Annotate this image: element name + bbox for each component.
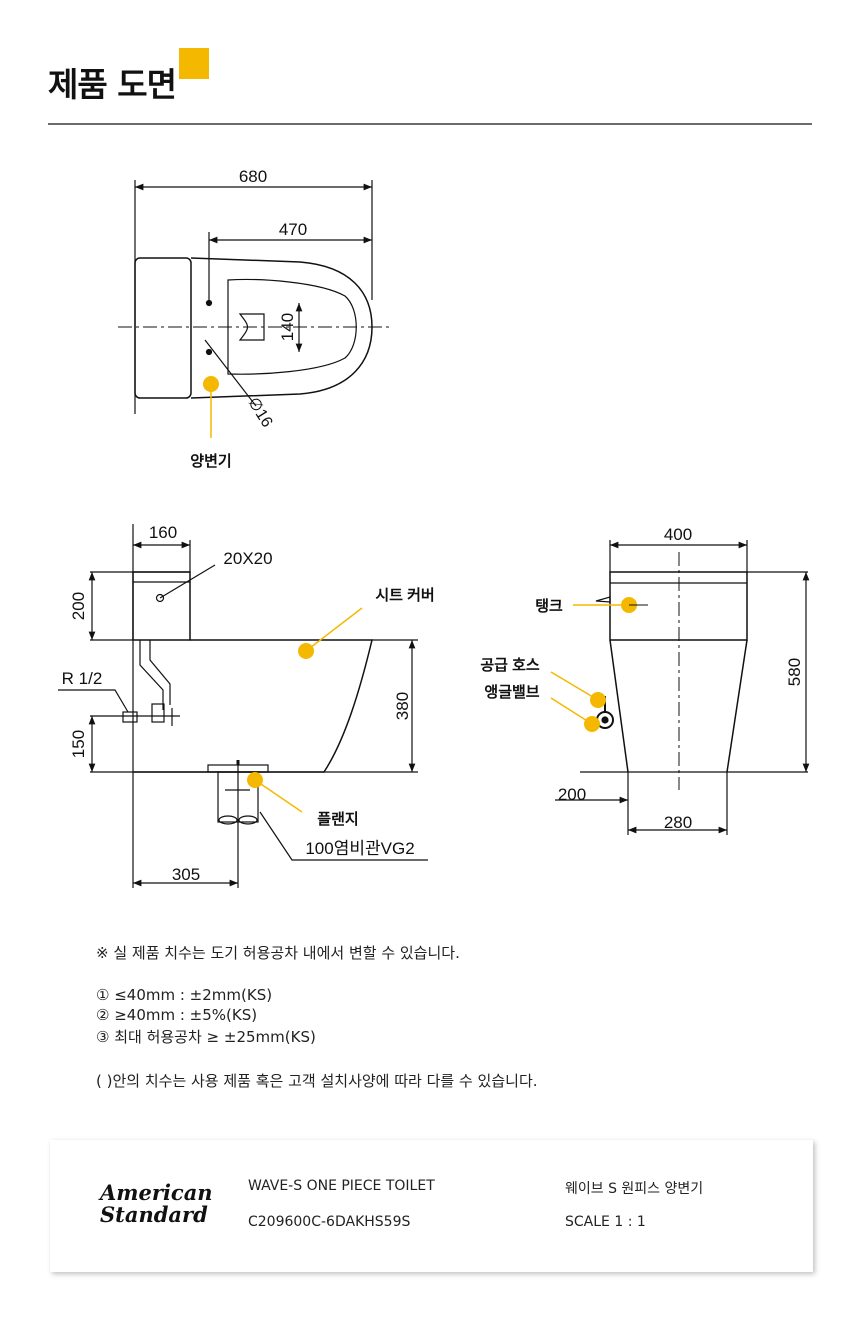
title-accent-block xyxy=(179,48,209,79)
dim-160: 160 xyxy=(149,523,177,542)
label-tank: 탱크 xyxy=(535,597,563,615)
note-paren: ( )안의 치수는 사용 제품 혹은 고객 설치사양에 따라 다를 수 있습니다… xyxy=(96,1072,538,1090)
dim-140: 140 xyxy=(278,313,297,341)
dim-380: 380 xyxy=(393,692,412,720)
dim-200-side: 200 xyxy=(69,592,88,620)
dim-580: 580 xyxy=(785,658,804,686)
side-view xyxy=(58,524,428,888)
dim-280: 280 xyxy=(664,813,692,832)
product-name-ko: 웨이브 S 원피스 양변기 xyxy=(565,1181,704,1197)
label-toilet: 양변기 xyxy=(190,453,231,470)
dim-305: 305 xyxy=(172,865,200,884)
label-seat-cover: 시트 커버 xyxy=(375,587,434,604)
dim-200-front: 200 xyxy=(558,785,586,804)
page-title: 제품 도면 xyxy=(48,65,177,104)
front-view xyxy=(555,540,810,835)
note-tolerance-1: ① ≤40mm : ±2mm(KS) xyxy=(96,986,273,1004)
dim-r-half: R 1/2 xyxy=(62,669,103,688)
label-flange: 플랜지 xyxy=(317,811,358,828)
brand-logo: American Standard xyxy=(100,1180,213,1227)
dim-400: 400 xyxy=(664,525,692,544)
dim-470: 470 xyxy=(279,220,307,239)
dim-150: 150 xyxy=(69,730,88,758)
top-view xyxy=(118,180,392,414)
title-divider xyxy=(48,123,812,125)
brand-line-2: Standard xyxy=(100,1202,208,1227)
note-main: ※ 실 제품 치수는 도기 허용공차 내에서 변할 수 있습니다. xyxy=(96,944,460,962)
product-name-en: WAVE-S ONE PIECE TOILET xyxy=(248,1178,435,1194)
product-code: C209600C-6DAKHS59S xyxy=(248,1214,411,1230)
scale-label: SCALE 1 : 1 xyxy=(565,1214,646,1230)
dim-680: 680 xyxy=(239,167,267,186)
note-tolerance-3: ③ 최대 허용공차 ≥ ±25mm(KS) xyxy=(96,1028,316,1046)
brand-line-1: American xyxy=(100,1180,213,1205)
label-supply-hose: 공급 호스 xyxy=(480,657,540,674)
dim-diameter-16: ∅16 xyxy=(244,395,275,431)
dim-20x20: 20X20 xyxy=(223,549,272,568)
note-tolerance-2: ② ≥40mm : ±5%(KS) xyxy=(96,1006,258,1024)
title-block: American Standard WAVE-S ONE PIECE TOILE… xyxy=(50,1140,813,1272)
label-drain-pipe: 100염비관VG2 xyxy=(305,839,414,858)
label-angle-valve: 앵글밸브 xyxy=(484,683,539,701)
technical-drawing: 680 470 140 ∅16 양변기 xyxy=(58,167,810,888)
